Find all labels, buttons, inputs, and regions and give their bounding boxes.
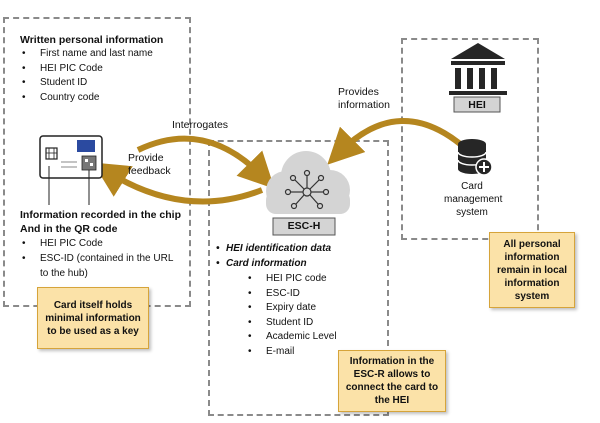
hub-info-region [208,140,389,416]
list-item: Academic Level [244,330,337,345]
provides-information-label: Provides information [338,86,390,111]
list-item: HEI identification data [212,242,331,257]
chip-info-title-line1: Information recorded in the chip [20,209,182,221]
chip-info-continuation: to the hub) [40,268,88,279]
list-item: Expiry date [244,301,337,316]
interrogates-label: Interrogates [172,119,229,131]
hei-building-icon [449,43,507,95]
database-icon [457,139,493,176]
hei-label-box [453,96,501,113]
list-item: HEI PIC code [244,272,337,287]
list-item: HEI PIC Code [18,62,153,77]
id-card-icon [39,135,103,179]
list-item: E-mail [244,345,337,360]
written-info-title: Written personal information [20,34,164,46]
list-item: Student ID [244,316,337,331]
feedback-arrow [92,162,264,205]
hei-label: HEI [468,99,486,111]
esc-r-note: Information in the ESC-R allows to conne… [338,350,446,412]
card-info-sublist: HEI PIC code ESC-ID Expiry date Student … [244,272,337,359]
hei-region [401,38,539,240]
list-item: Card information [212,257,331,272]
list-item: Student ID [18,76,153,91]
written-info-list: First name and last name HEI PIC Code St… [18,47,153,105]
chip-info-list: HEI PIC Code ESC-ID (contained in the UR… [18,237,173,266]
local-info-note: All personal information remain in local… [489,232,575,308]
chip-info-title-line2: And in the QR code [20,223,118,235]
list-item: ESC-ID [244,287,337,302]
hub-data-list: HEI identification data Card information [212,242,331,271]
provide-feedback-label: Provide feedback [128,152,171,177]
card-management-label: Card management system [444,181,503,218]
cloud-hub-icon [266,151,350,236]
list-item: First name and last name [18,47,153,62]
provides-information-arrow [327,118,467,165]
list-item: HEI PIC Code [18,237,173,252]
interrogates-arrow [136,135,275,189]
list-item: ESC-ID (contained in the URL [18,252,173,267]
card-key-note: Card itself holds minimal information to… [37,287,149,349]
list-item: Country code [18,91,153,106]
hub-label: ESC-H [287,220,321,232]
